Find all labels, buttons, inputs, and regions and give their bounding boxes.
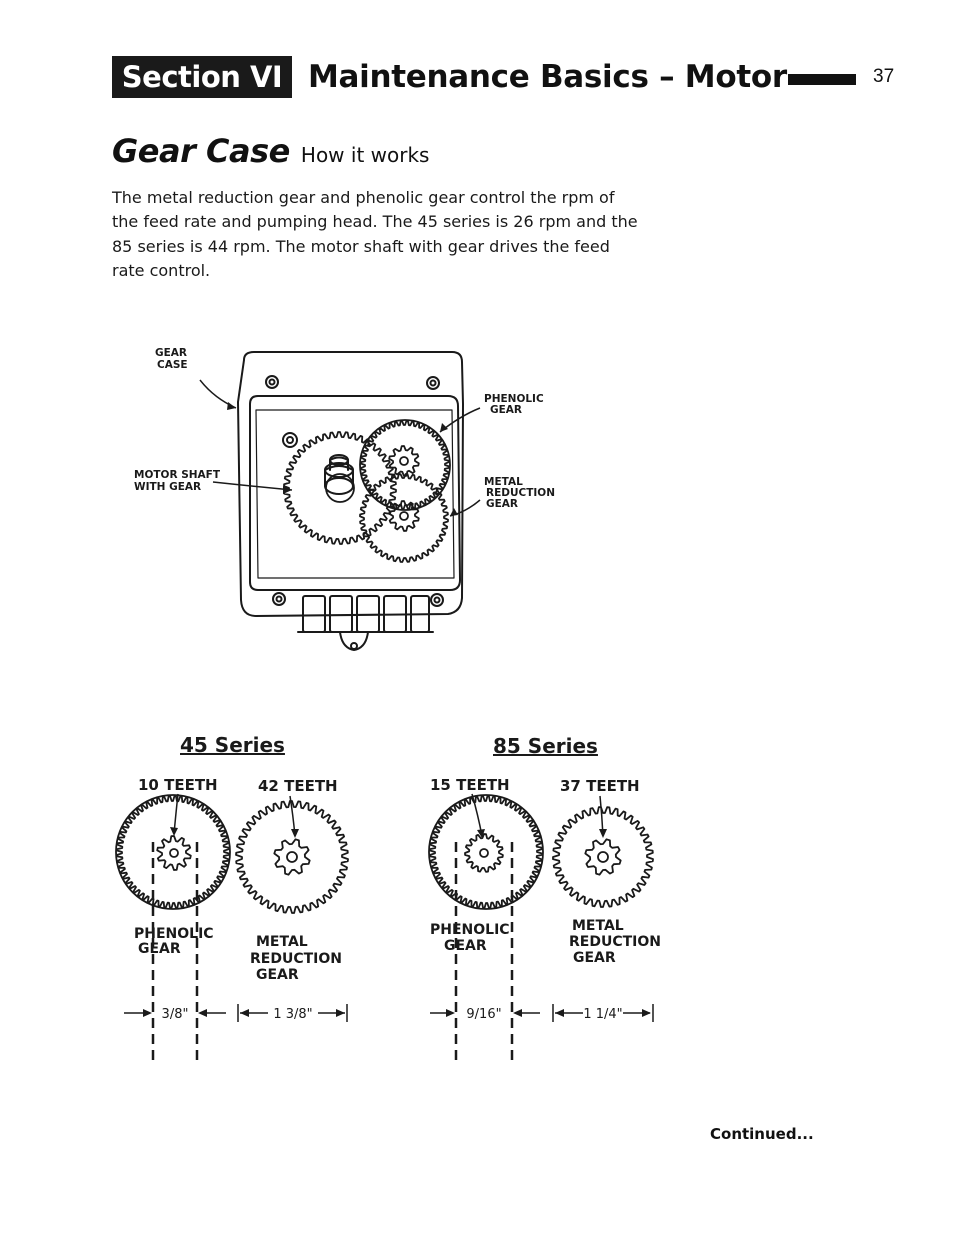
pinion-15-teeth-hub	[479, 848, 489, 858]
metal-reduction-gear-hub	[325, 473, 355, 503]
metal-reduction-gear	[283, 431, 397, 545]
metal-reduction-gear-lower	[359, 473, 449, 563]
gear-case-illustration: GEAR CASE MOTOR SHAFT WITH GEAR PHENOLIC…	[134, 347, 555, 651]
gear-case-inner-frame	[249, 395, 461, 591]
gear-caption: PHENOLIC	[430, 922, 510, 938]
teeth-label: 37 TEETH	[560, 777, 640, 795]
pinion-gear-lower-hub	[399, 511, 409, 521]
phenolic-gear-45	[116, 795, 230, 909]
teeth-label: 42 TEETH	[258, 777, 338, 795]
gear-caption: GEAR	[256, 967, 299, 983]
case-screw	[282, 432, 298, 448]
phenolic-gear-45-rim	[115, 794, 231, 910]
metal-reduction-gear-85	[552, 806, 654, 908]
mount-hole	[265, 375, 279, 389]
metal-hub-85-hub	[597, 851, 609, 863]
header-rule	[788, 74, 856, 85]
connector-fin	[329, 595, 353, 633]
heading-title: Gear Case	[112, 132, 290, 170]
pinion-10-teeth-hub	[169, 848, 179, 858]
intro-paragraph: The metal reduction gear and phenolic ge…	[112, 188, 638, 280]
mount-hole	[426, 376, 440, 390]
phenolic-gear-85	[429, 795, 543, 909]
gear-caption: REDUCTION	[569, 934, 661, 950]
label-gear-case: CASE	[157, 359, 188, 371]
dimension-label: 1 1/4"	[583, 1007, 622, 1022]
pinion-gear-upper-hub	[399, 456, 409, 466]
page-header-title: Maintenance Basics – Motor	[308, 59, 787, 95]
pinion-gear-lower	[388, 500, 420, 532]
dimension-label: 9/16"	[466, 1007, 501, 1022]
label-gear-case: GEAR	[155, 347, 187, 359]
label-motor-shaft: WITH GEAR	[134, 481, 201, 493]
phenolic-gear-rim	[359, 419, 451, 511]
pinion-gear-upper	[388, 445, 420, 477]
metal-hub-45-hub	[286, 851, 298, 863]
label-phenolic-gear: PHENOLIC	[484, 393, 544, 405]
gear-caption: GEAR	[444, 938, 487, 954]
page-number: 37	[873, 66, 895, 87]
pinion-10-teeth	[156, 835, 192, 871]
series-title-45: 45 Series	[180, 733, 285, 757]
mount-hole	[272, 592, 286, 606]
phenolic-gear-85-rim	[428, 794, 544, 910]
gear-caption: REDUCTION	[250, 951, 342, 967]
dimension-label: 3/8"	[162, 1007, 189, 1022]
pinion-15-teeth	[464, 833, 504, 873]
mount-hole	[430, 593, 444, 607]
motor-shaft	[329, 454, 349, 466]
metal-hub-45	[273, 838, 311, 876]
heading-subtitle: How it works	[300, 143, 430, 167]
connector-fin	[302, 595, 326, 633]
heading: Gear Case How it works	[112, 132, 429, 170]
bottom-mount-tab	[339, 631, 369, 651]
teeth-label: 15 TEETH	[430, 776, 510, 794]
section-label: Section VI	[112, 56, 292, 98]
label-metal-reduction: REDUCTION	[486, 487, 555, 499]
label-metal-reduction: GEAR	[486, 498, 518, 510]
metal-reduction-gear-45	[235, 800, 349, 914]
series-title-85: 85 Series	[493, 734, 598, 758]
series-comparison: 45 Series 85 Series 10 TEETH 42 TEETH 15…	[115, 733, 661, 1066]
gear-caption: GEAR	[138, 941, 181, 957]
teeth-label: 10 TEETH	[138, 776, 218, 794]
label-metal-reduction: METAL	[484, 476, 523, 488]
gear-caption: GEAR	[573, 950, 616, 966]
gear-case-housing	[237, 351, 464, 617]
gear-caption: PHENOLIC	[134, 926, 214, 942]
label-phenolic-gear: GEAR	[490, 404, 522, 416]
metal-hub-85	[584, 838, 622, 876]
gear-caption: METAL	[572, 918, 624, 934]
label-motor-shaft: MOTOR SHAFT	[134, 469, 221, 481]
dimension-label: 1 3/8"	[273, 1007, 312, 1022]
phenolic-gear	[360, 420, 450, 510]
gear-caption: METAL	[256, 934, 308, 950]
continued-note: Continued...	[710, 1125, 814, 1143]
